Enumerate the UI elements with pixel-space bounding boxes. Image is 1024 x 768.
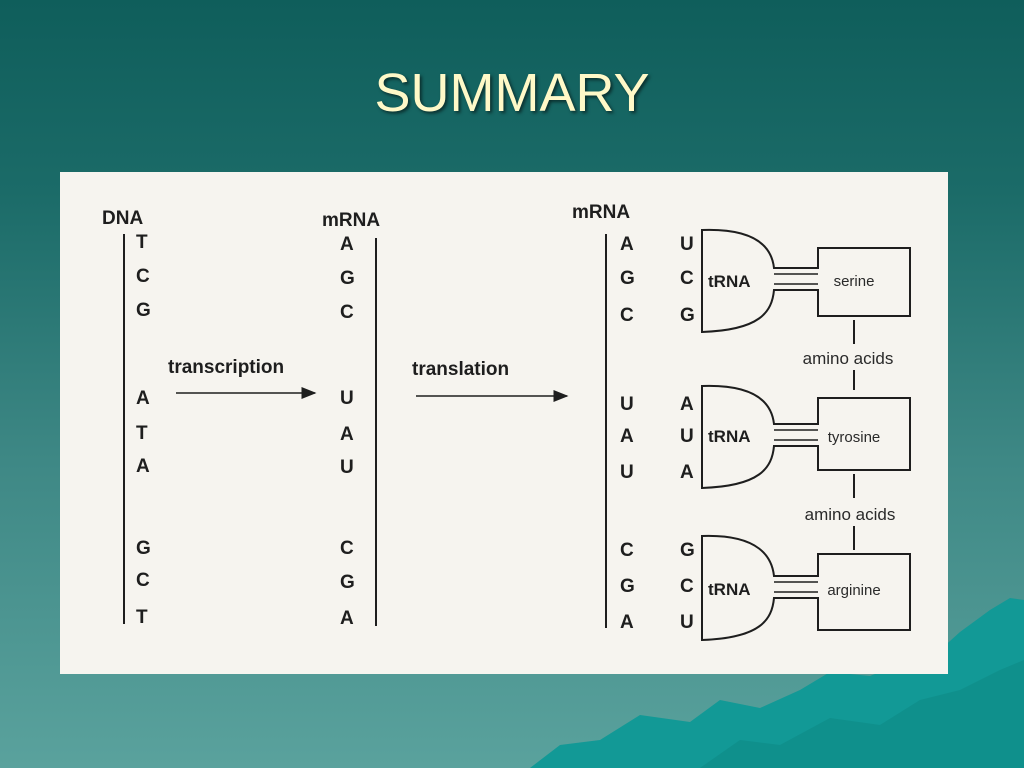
mrna-header-right: mRNA bbox=[572, 202, 630, 223]
codon-base: A bbox=[620, 426, 634, 447]
codon-base: C bbox=[620, 540, 634, 561]
codon-base: G bbox=[620, 576, 635, 597]
codon-base: A bbox=[620, 612, 634, 633]
amino-acids-link-label: amino acids bbox=[803, 349, 894, 368]
anticodon-base: G bbox=[680, 305, 695, 326]
mrna-base: C bbox=[340, 538, 354, 559]
mrna-base: A bbox=[340, 424, 354, 445]
mrna-base: U bbox=[340, 388, 354, 409]
diagram-panel: DNA mRNA mRNA T C G A T A G C T A G C U … bbox=[60, 172, 948, 674]
trna-shape bbox=[701, 534, 911, 642]
dna-base: A bbox=[136, 388, 150, 409]
trna-label: tRNA bbox=[708, 272, 751, 291]
codon-base: G bbox=[620, 268, 635, 289]
codon-group-serine: A G C U C G tRNA serine bbox=[620, 228, 911, 334]
dna-base: T bbox=[136, 607, 148, 628]
trna-shape bbox=[701, 384, 911, 490]
dna-base: T bbox=[136, 423, 148, 444]
mrna-base: U bbox=[340, 457, 354, 478]
transcription-label: transcription bbox=[168, 357, 284, 378]
mrna-base: A bbox=[340, 234, 354, 255]
protein-synthesis-diagram: DNA mRNA mRNA T C G A T A G C T A G C U … bbox=[102, 202, 911, 642]
trna-shape bbox=[701, 228, 911, 334]
trna-label: tRNA bbox=[708, 427, 751, 446]
anticodon-base: G bbox=[680, 540, 695, 561]
codon-base: U bbox=[620, 394, 634, 415]
anticodon-base: C bbox=[680, 576, 694, 597]
dna-base: G bbox=[136, 538, 151, 559]
amino-acid-serine: serine bbox=[834, 273, 875, 290]
amino-acid-arginine: arginine bbox=[827, 582, 880, 599]
dna-base: T bbox=[136, 232, 148, 253]
anticodon-base: C bbox=[680, 268, 694, 289]
amino-acids-link-label: amino acids bbox=[805, 505, 896, 524]
codon-group-tyrosine: U A U A U A tRNA tyrosine bbox=[620, 384, 911, 490]
dna-bases: T C G A T A G C T bbox=[136, 232, 151, 628]
amino-acid-tyrosine: tyrosine bbox=[828, 429, 881, 446]
dna-header: DNA bbox=[102, 208, 143, 229]
codon-base: A bbox=[620, 234, 634, 255]
mrna-bases-left: A G C U A U C G A bbox=[340, 234, 355, 629]
slide-title: SUMMARY bbox=[374, 63, 650, 123]
trna-label: tRNA bbox=[708, 580, 751, 599]
anticodon-base: A bbox=[680, 462, 694, 483]
dna-base: C bbox=[136, 266, 150, 287]
anticodon-base: U bbox=[680, 426, 694, 447]
mrna-base: G bbox=[340, 268, 355, 289]
anticodon-base: A bbox=[680, 394, 694, 415]
mrna-base: C bbox=[340, 302, 354, 323]
anticodon-base: U bbox=[680, 612, 694, 633]
codon-group-arginine: C G A G C U tRNA arginine bbox=[620, 534, 911, 642]
mrna-base: G bbox=[340, 572, 355, 593]
translation-label: translation bbox=[412, 359, 509, 380]
mrna-header-left: mRNA bbox=[322, 210, 380, 231]
anticodon-base: U bbox=[680, 234, 694, 255]
mrna-base: A bbox=[340, 608, 354, 629]
dna-base: G bbox=[136, 300, 151, 321]
codon-base: U bbox=[620, 462, 634, 483]
dna-base: C bbox=[136, 570, 150, 591]
codon-base: C bbox=[620, 305, 634, 326]
dna-base: A bbox=[136, 456, 150, 477]
